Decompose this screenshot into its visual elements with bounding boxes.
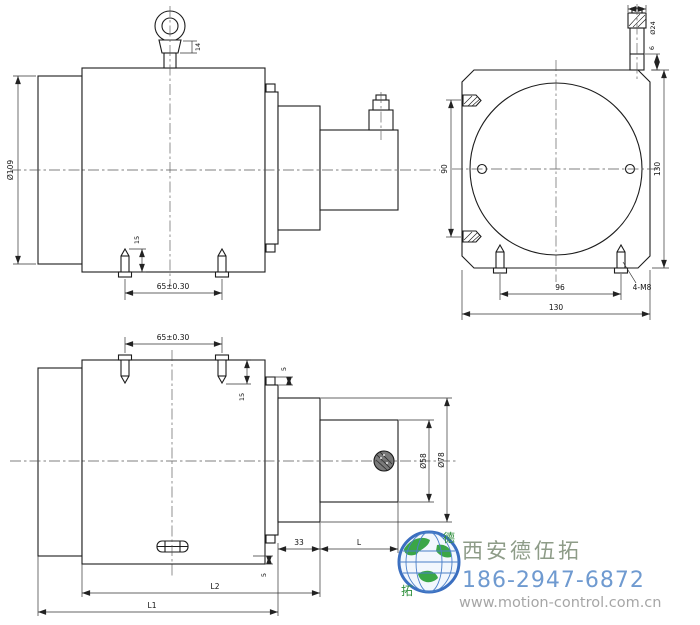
dim-connector-outer: Ø78: [437, 452, 446, 468]
dim-screw-depth-bottom: 15: [238, 393, 246, 401]
watermark-website-link[interactable]: www.motion-control.com.cn: [459, 595, 661, 611]
flange-plate-2: [264, 384, 279, 536]
clamp-lug-bottom: [462, 230, 482, 243]
dim-screw-depth-top: 15: [133, 236, 141, 244]
flange-plate: [264, 91, 279, 245]
adapter-block-2: [277, 397, 321, 523]
watermark-company-name: 西安德伍拓: [462, 539, 582, 563]
slotted-screw: [156, 540, 189, 553]
dim-flange-gap-top: 5: [280, 367, 288, 371]
adapter-block: [277, 105, 321, 231]
centerlines: [10, 4, 660, 578]
dim-flange-width: 130: [549, 303, 564, 312]
view-side-bottom: [37, 354, 399, 565]
dim-gland-diameter: Ø24: [649, 21, 657, 34]
dim-screw-spacing-top: 65±0.30: [157, 282, 190, 291]
flange-tab-top: [265, 83, 276, 93]
flange-tab-bottom-2: [265, 534, 276, 544]
dim-cable-length: L: [357, 538, 362, 547]
view-side-top: [37, 10, 399, 278]
dim-screw-spacing-bottom: 65±0.30: [157, 333, 190, 342]
watermark: 德 拓 西安德伍拓 186-2947-6872 www.motion-contr…: [397, 530, 661, 611]
flange-tab-top-2: [265, 376, 276, 386]
body-cylinder-2: [37, 367, 83, 557]
dim-gland-neck: 6: [648, 46, 656, 50]
dim-lug-spacing: 90: [440, 164, 449, 174]
watermark-phone-number: 186-2947-6872: [462, 568, 645, 593]
dim-thread-callout: 4-M8: [633, 283, 652, 292]
dim-screw-spacing-front: 96: [555, 283, 565, 292]
dim-flange-gap-bottom: 5: [260, 573, 268, 577]
dim-length-l1: L1: [148, 601, 157, 610]
logo-char-de: 德: [443, 530, 455, 545]
logo-char-tuo: 拓: [401, 584, 413, 598]
flange-tab-bottom: [265, 243, 276, 253]
dim-length-l2: L2: [211, 582, 220, 591]
dim-step-width: 33: [294, 538, 304, 547]
view-side-bottom-dims: 65±0.30 15 5 Ø58 Ø78 5 33 L L2: [37, 333, 452, 616]
main-housing-2: [81, 359, 266, 565]
globe-logo-icon: 德 拓: [397, 530, 461, 598]
dim-eyebolt-height: 14: [194, 43, 202, 51]
clamp-lug-top: [462, 94, 482, 107]
